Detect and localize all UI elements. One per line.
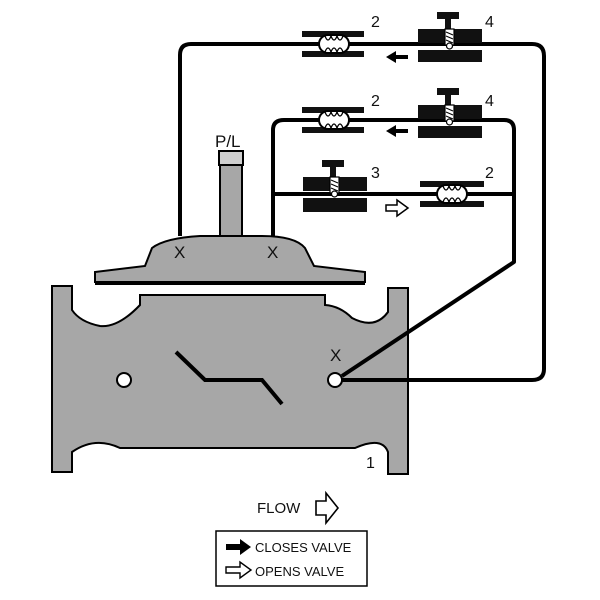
label-3: 3 bbox=[371, 165, 380, 182]
closing-speed-valve-top bbox=[418, 12, 482, 62]
flow-arrow-icon bbox=[315, 490, 340, 526]
check-valve-top bbox=[302, 31, 364, 57]
legend: CLOSES VALVE OPENS VALVE bbox=[215, 530, 368, 587]
label-4-middle: 4 bbox=[485, 93, 494, 110]
opens-legend-icon bbox=[225, 560, 253, 580]
closes-arrow-top bbox=[386, 51, 408, 63]
main-valve-label: 1 bbox=[366, 455, 375, 472]
check-valve-lower bbox=[420, 181, 484, 207]
tube-inner-loop bbox=[271, 118, 516, 378]
port-mark-middle: X bbox=[267, 243, 278, 262]
port-mark-left: X bbox=[174, 243, 185, 262]
port-mark-right: X bbox=[330, 346, 341, 365]
flow-label: FLOW bbox=[257, 500, 301, 517]
pilot-port-label: P/L bbox=[215, 132, 241, 151]
legend-opens: OPENS VALVE bbox=[255, 564, 344, 579]
check-valve-middle bbox=[302, 107, 364, 133]
label-2-middle: 2 bbox=[371, 93, 380, 110]
right-port bbox=[327, 372, 343, 388]
pl-cap bbox=[218, 150, 244, 166]
label-4-top: 4 bbox=[485, 14, 494, 31]
closing-speed-valve-middle bbox=[418, 88, 482, 138]
opens-arrow-lower bbox=[385, 198, 410, 218]
legend-closes: CLOSES VALVE bbox=[255, 540, 352, 555]
left-port bbox=[116, 372, 132, 388]
main-valve bbox=[51, 150, 409, 475]
stem-housing bbox=[219, 164, 243, 237]
pilot-tubing bbox=[178, 42, 546, 382]
valve-seat-line bbox=[174, 350, 284, 406]
label-2-top: 2 bbox=[371, 14, 380, 31]
tube-outer-loop bbox=[178, 42, 546, 382]
opening-speed-valve bbox=[303, 160, 367, 212]
bonnet bbox=[94, 235, 366, 283]
closes-legend-icon bbox=[226, 539, 251, 555]
closes-arrow-middle bbox=[386, 125, 408, 137]
label-2-lower: 2 bbox=[485, 165, 494, 182]
